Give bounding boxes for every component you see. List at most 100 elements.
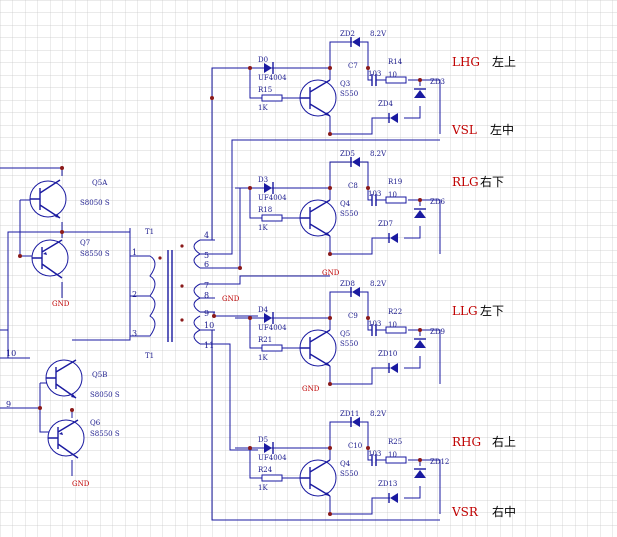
t1-pin-10: 10 bbox=[204, 321, 214, 330]
res-gate-ref-0: R14 bbox=[388, 58, 403, 66]
res-gate-ref-3: R25 bbox=[388, 438, 402, 446]
net-labels: LHG 左上 VSL 左中 RLG 右下 LLG 左下 RHG 右上 VSR 右… bbox=[451, 54, 516, 519]
transformer-t1: T1 T1 1 2 3 4 5 6 7 8 9 10 11 GND bbox=[130, 228, 240, 360]
t1-pin-4: 4 bbox=[204, 231, 209, 240]
res-gate-val-0: 10 bbox=[388, 71, 397, 79]
resistor-gate-1 bbox=[385, 196, 407, 204]
resistor-base-3 bbox=[261, 474, 283, 482]
zener-b-0 bbox=[390, 113, 398, 123]
diode-ref-1: D3 bbox=[258, 176, 268, 184]
net-rlg: RLG bbox=[452, 175, 479, 189]
res-base-val-2: 1K bbox=[258, 354, 268, 362]
diode-part-0: UF4004 bbox=[258, 74, 287, 82]
transistor-ref-0: Q3 bbox=[340, 80, 350, 88]
zener-top-val-3: 8.2V bbox=[370, 410, 387, 418]
zener-top-val-1: 8.2V bbox=[370, 150, 387, 158]
cap-ref-2: C9 bbox=[348, 312, 358, 320]
q6-gnd-label: GND bbox=[72, 480, 90, 488]
diode-ref-2: D4 bbox=[258, 306, 269, 314]
transistor-part-1: S550 bbox=[340, 210, 358, 218]
zener-a-0 bbox=[414, 90, 426, 98]
cap-ref-0: C7 bbox=[348, 62, 358, 70]
transistor-part-0: S550 bbox=[340, 90, 358, 98]
zener-a-1 bbox=[414, 210, 426, 218]
zener-a-ref-0: ZD3 bbox=[430, 78, 445, 86]
net-lhg-cn: 左上 bbox=[492, 54, 516, 69]
net-rhg-cn: 右上 bbox=[492, 434, 516, 449]
res-base-val-3: 1K bbox=[258, 484, 268, 492]
channel-2-gnd-label: GND bbox=[322, 269, 340, 277]
diode-d0 bbox=[264, 63, 272, 73]
diode-ref-3: D5 bbox=[258, 436, 268, 444]
zener-b-ref-2: ZD10 bbox=[378, 350, 397, 358]
zener-b-ref-3: ZD13 bbox=[378, 480, 397, 488]
channel-2 bbox=[235, 157, 441, 256]
t1-pin-11: 11 bbox=[204, 341, 214, 350]
net-lhg: LHG bbox=[452, 55, 480, 69]
res-base-ref-0: R15 bbox=[258, 86, 272, 94]
zener-top-ref-2: ZD8 bbox=[340, 280, 355, 288]
diode-part-3: UF4004 bbox=[258, 454, 287, 462]
q6-ref: Q6 bbox=[90, 419, 101, 427]
zener-top-ref-0: ZD2 bbox=[340, 30, 355, 38]
resistor-base-1 bbox=[261, 214, 283, 222]
t1-ref-bottom: T1 bbox=[145, 352, 154, 360]
zener-b-1 bbox=[390, 233, 398, 243]
zener-b-ref-0: ZD4 bbox=[378, 100, 393, 108]
resistor-gate-0 bbox=[385, 76, 407, 84]
t1-gnd-label: GND bbox=[222, 295, 240, 303]
transistor-part-2: S550 bbox=[340, 340, 358, 348]
q7-part: S8550 S bbox=[80, 250, 110, 258]
res-gate-val-2: 10 bbox=[388, 321, 397, 329]
res-base-ref-2: R21 bbox=[258, 336, 272, 344]
net-llg-cn: 左下 bbox=[480, 303, 504, 318]
diode-part-2: UF4004 bbox=[258, 324, 287, 332]
t1-pin-8: 8 bbox=[204, 291, 209, 300]
transistor-ref-3: Q4 bbox=[340, 460, 351, 468]
res-base-val-0: 1K bbox=[258, 104, 268, 112]
cap-ref-3: C10 bbox=[348, 442, 362, 450]
net-vsl: VSL bbox=[451, 123, 477, 137]
q5a-ref: Q5A bbox=[92, 179, 108, 187]
cap-val-3: 103 bbox=[368, 450, 381, 458]
t1-pin-1: 1 bbox=[132, 248, 137, 257]
net-rlg-cn: 右下 bbox=[480, 174, 504, 189]
zener-top-2 bbox=[352, 287, 360, 297]
res-base-val-1: 1K bbox=[258, 224, 268, 232]
t1-pin-3: 3 bbox=[132, 329, 137, 338]
res-gate-val-1: 10 bbox=[388, 191, 397, 199]
t1-pin-2: 2 bbox=[132, 290, 137, 299]
q7-ref: Q7 bbox=[80, 239, 90, 247]
secondary-routing bbox=[210, 67, 440, 521]
q5b-part: S8050 S bbox=[90, 391, 120, 399]
cap-ref-1: C8 bbox=[348, 182, 358, 190]
zener-b-3 bbox=[390, 493, 398, 503]
channel-3-gnd-label: GND bbox=[302, 385, 320, 393]
diode-d5 bbox=[264, 443, 272, 453]
zener-top-val-0: 8.2V bbox=[370, 30, 387, 38]
left-driver-stage: Q5A S8050 S Q7 S8550 S GND Q5B S8050 S Q… bbox=[0, 166, 131, 488]
res-gate-ref-1: R19 bbox=[388, 178, 402, 186]
resistor-gate-2 bbox=[385, 326, 407, 334]
cap-val-2: 103 bbox=[368, 320, 381, 328]
node-9-label: 9 bbox=[6, 400, 11, 409]
zener-a-ref-2: ZD9 bbox=[430, 328, 445, 336]
zener-top-3 bbox=[352, 417, 360, 427]
t1-pin-7: 7 bbox=[204, 281, 209, 290]
net-vsl-cn: 左中 bbox=[490, 122, 514, 137]
channel-4 bbox=[235, 417, 441, 516]
zener-top-1 bbox=[352, 157, 360, 167]
zener-top-val-2: 8.2V bbox=[370, 280, 387, 288]
res-gate-val-3: 10 bbox=[388, 451, 397, 459]
net-rhg: RHG bbox=[452, 435, 481, 449]
q5a-part: S8050 S bbox=[80, 199, 110, 207]
diode-part-1: UF4004 bbox=[258, 194, 287, 202]
res-base-ref-1: R18 bbox=[258, 206, 272, 214]
zener-a-3 bbox=[414, 470, 426, 478]
zener-a-ref-1: ZD6 bbox=[430, 198, 445, 206]
t1-pin-6: 6 bbox=[204, 260, 209, 269]
q7-gnd-label: GND bbox=[52, 300, 70, 308]
cap-val-0: 103 bbox=[368, 70, 381, 78]
